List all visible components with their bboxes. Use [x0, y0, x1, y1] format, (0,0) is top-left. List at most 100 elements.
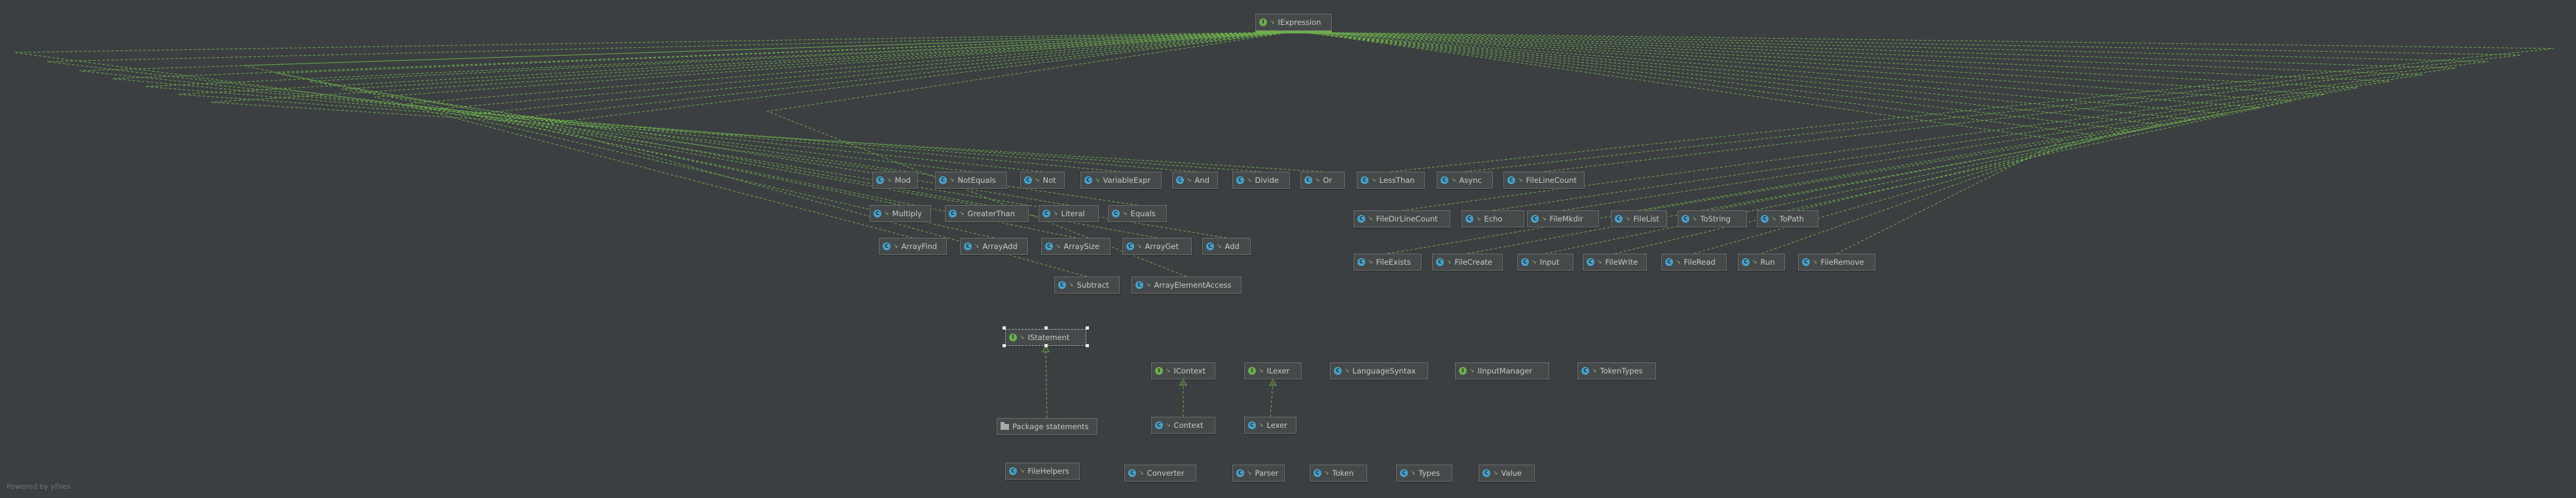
- node-add[interactable]: C↘Add: [1202, 238, 1251, 255]
- node-array-add[interactable]: C↘ArrayAdd: [960, 238, 1028, 255]
- node-array-element-access[interactable]: C↘ArrayElementAccess: [1132, 277, 1242, 294]
- node-array-size[interactable]: C↘ArraySize: [1041, 238, 1111, 255]
- edge-subtract-to-iexpression: [538, 31, 1290, 277]
- class-icon: C: [1314, 469, 1321, 477]
- class-icon: C: [1334, 367, 1342, 375]
- node-value[interactable]: C↘Value: [1479, 465, 1535, 482]
- node-not[interactable]: C↘Not: [1020, 172, 1065, 189]
- node-converter[interactable]: C↘Converter: [1124, 465, 1196, 482]
- class-icon: C: [1802, 258, 1810, 266]
- node-file-mkdir[interactable]: C↘FileMkdir: [1527, 210, 1599, 227]
- node-input[interactable]: C↘Input: [1517, 254, 1573, 271]
- node-subtract[interactable]: C↘Subtract: [1054, 277, 1120, 294]
- node-label: Not: [1042, 176, 1056, 185]
- node-label: Equals: [1130, 209, 1156, 218]
- node-to-path[interactable]: C↘ToPath: [1757, 210, 1818, 227]
- visibility-icon: ↘: [1259, 368, 1264, 374]
- node-file-line-count[interactable]: C↘FileLineCount: [1503, 172, 1585, 189]
- folder-icon: [1001, 421, 1009, 430]
- visibility-icon: ↘: [1020, 468, 1025, 474]
- node-file-write[interactable]: C↘FileWrite: [1583, 254, 1647, 271]
- node-types[interactable]: C↘Types: [1396, 465, 1452, 482]
- node-file-exists[interactable]: C↘FileExists: [1353, 254, 1422, 271]
- node-token[interactable]: C↘Token: [1310, 465, 1367, 482]
- node-and[interactable]: C↘And: [1172, 172, 1218, 189]
- class-icon: C: [1615, 215, 1623, 223]
- node-file-dir-line-count[interactable]: C↘FileDirLineCount: [1353, 210, 1450, 227]
- node-iinput-manager[interactable]: I↘IInputManager: [1455, 362, 1549, 379]
- class-icon: C: [1042, 210, 1050, 218]
- visibility-icon: ↘: [884, 210, 889, 217]
- interface-icon: I: [1248, 367, 1256, 375]
- node-label: ArraySize: [1063, 242, 1100, 251]
- node-literal[interactable]: C↘Literal: [1039, 205, 1099, 222]
- visibility-icon: ↘: [1518, 177, 1523, 183]
- class-icon: C: [1581, 367, 1589, 375]
- node-parser[interactable]: C↘Parser: [1232, 465, 1285, 482]
- node-file-list[interactable]: C↘FileList: [1611, 210, 1667, 227]
- node-label: TokenTypes: [1600, 366, 1643, 375]
- node-iexpression[interactable]: I↘IExpression: [1255, 14, 1332, 31]
- node-label: ToPath: [1779, 214, 1804, 223]
- node-greater-than[interactable]: C↘GreaterThan: [945, 205, 1029, 222]
- node-icontext[interactable]: I↘IContext: [1151, 362, 1215, 379]
- node-equals[interactable]: C↘Equals: [1108, 205, 1167, 222]
- node-async[interactable]: C↘Async: [1437, 172, 1493, 189]
- node-array-get[interactable]: C↘ArrayGet: [1122, 238, 1192, 255]
- class-icon: C: [883, 242, 891, 250]
- node-package-statements[interactable]: Package statements: [997, 418, 1097, 435]
- class-icon: C: [1441, 176, 1448, 184]
- interface-icon: I: [1259, 18, 1267, 26]
- node-array-find[interactable]: C↘ArrayFind: [879, 238, 947, 255]
- node-istatement[interactable]: I↘IStatement: [1005, 329, 1086, 346]
- visibility-icon: ↘: [1451, 177, 1456, 183]
- node-label: ArrayElementAccess: [1154, 280, 1232, 290]
- node-file-remove[interactable]: C↘FileRemove: [1798, 254, 1875, 271]
- node-file-read[interactable]: C↘FileRead: [1661, 254, 1727, 271]
- node-run[interactable]: C↘Run: [1738, 254, 1785, 271]
- edge-add-to-iexpression: [505, 31, 1293, 239]
- node-language-syntax[interactable]: C↘LanguageSyntax: [1330, 362, 1428, 379]
- node-token-types[interactable]: C↘TokenTypes: [1577, 362, 1656, 379]
- selection-handle[interactable]: [1044, 326, 1048, 330]
- class-icon: C: [1507, 176, 1515, 184]
- class-icon: C: [1112, 210, 1120, 218]
- selection-handle[interactable]: [1044, 344, 1048, 347]
- node-mod[interactable]: C↘Mod: [872, 172, 918, 189]
- node-lexer[interactable]: C↘Lexer: [1244, 417, 1297, 434]
- class-icon: C: [1761, 215, 1769, 223]
- node-less-than[interactable]: C↘LessThan: [1357, 172, 1425, 189]
- visibility-icon: ↘: [1676, 259, 1681, 265]
- node-label: FileDirLineCount: [1376, 214, 1438, 223]
- visibility-icon: ↘: [1035, 177, 1040, 183]
- class-icon: C: [1206, 242, 1214, 250]
- node-or[interactable]: C↘Or: [1300, 172, 1345, 189]
- class-icon: C: [1304, 176, 1312, 184]
- node-not-equals[interactable]: C↘NotEquals: [935, 172, 1007, 189]
- iexpression-connector-bar: [1255, 31, 1332, 33]
- arrowhead-context: [1179, 378, 1187, 386]
- selection-handle[interactable]: [1003, 344, 1006, 347]
- edge-not-to-iexpression: [79, 31, 1289, 172]
- node-label: FileHelpers: [1027, 467, 1069, 476]
- visibility-icon: ↘: [1541, 216, 1547, 222]
- class-icon: C: [876, 176, 884, 184]
- node-file-helpers[interactable]: C↘FileHelpers: [1005, 463, 1080, 480]
- node-ilexer[interactable]: I↘ILexer: [1244, 362, 1302, 379]
- node-echo[interactable]: C↘Echo: [1462, 210, 1524, 227]
- node-to-string[interactable]: C↘ToString: [1678, 210, 1747, 227]
- selection-handle[interactable]: [1003, 326, 1006, 330]
- visibility-icon: ↘: [1056, 243, 1061, 250]
- node-multiply[interactable]: C↘Multiply: [870, 205, 931, 222]
- selection-handle[interactable]: [1086, 326, 1089, 330]
- edge-file-mkdir-to-iexpression: [1298, 31, 2391, 211]
- node-file-create[interactable]: C↘FileCreate: [1432, 254, 1503, 271]
- node-variable-expr[interactable]: C↘VariableExpr: [1080, 172, 1162, 189]
- node-divide[interactable]: C↘Divide: [1232, 172, 1290, 189]
- selection-handle[interactable]: [1086, 344, 1089, 347]
- node-context[interactable]: C↘Context: [1151, 417, 1215, 434]
- edge-less-than-to-iexpression: [1295, 31, 2554, 172]
- edge-file-remove-to-iexpression: [1304, 31, 2064, 254]
